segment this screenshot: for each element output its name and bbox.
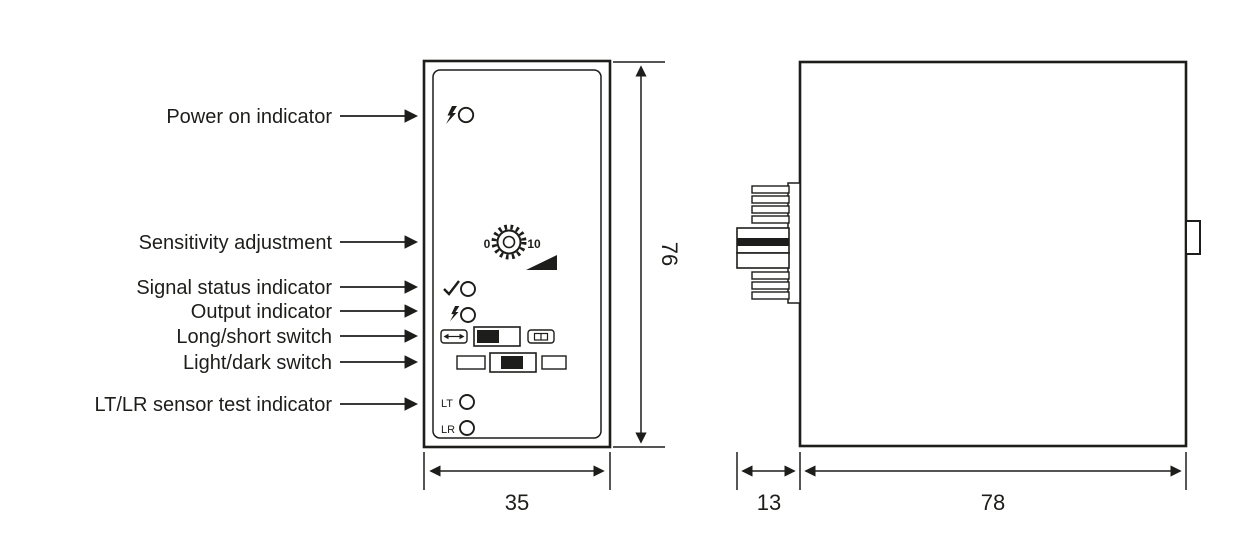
power-on-indicator — [446, 106, 475, 124]
signal-status-led — [460, 281, 476, 297]
sensitivity-knob: 0 10 — [484, 224, 541, 260]
connector-block — [736, 182, 801, 304]
lt-led — [459, 394, 475, 410]
dimension-value-76: 76 — [657, 242, 682, 266]
label-light-dark-switch: Light/dark switch — [183, 352, 332, 374]
dimension-front-height: 76 — [613, 61, 682, 448]
light-dark-switch — [456, 352, 567, 373]
connector-fin — [751, 281, 790, 290]
mounting-tab — [1185, 220, 1201, 255]
connector-fin — [751, 185, 790, 194]
light-on-icon — [456, 355, 486, 370]
side-view — [736, 60, 1201, 448]
label-lt-lr-sensor-test-indicator: LT/LR sensor test indicator — [94, 394, 332, 416]
output-indicator — [450, 306, 476, 323]
connector-fin — [751, 195, 790, 204]
light-dark-switch-knob — [501, 356, 523, 369]
front-view: 0 10 — [422, 59, 612, 449]
connector-lower-block — [736, 252, 790, 269]
label-signal-status-indicator: Signal status indicator — [136, 277, 332, 299]
label-long-short-switch: Long/short switch — [176, 326, 332, 348]
lr-led — [459, 420, 475, 436]
connector-dark-band — [737, 238, 789, 246]
dimension-value-78: 78 — [981, 490, 1005, 515]
long-range-icon-arrowhead-right — [459, 333, 465, 340]
lt-lr-indicators: LT LR — [441, 394, 475, 436]
dimension-front-width: 35 — [423, 452, 611, 515]
connector-fin — [751, 271, 790, 280]
callouts: Power on indicator Sensitivity adjustmen… — [94, 106, 419, 416]
dimension-side-depths: 13 78 — [736, 452, 1187, 515]
front-panel-face — [432, 69, 602, 439]
lr-label: LR — [441, 424, 455, 436]
connector-fin — [751, 215, 790, 224]
long-short-switch — [440, 326, 555, 347]
long-short-switch-knob — [477, 330, 499, 343]
check-icon — [443, 280, 460, 296]
side-body-outline — [798, 60, 1188, 448]
connector-fin — [751, 291, 790, 300]
label-sensitivity-adjustment: Sensitivity adjustment — [139, 232, 333, 254]
power-led — [457, 106, 475, 124]
output-led — [460, 307, 476, 323]
label-output-indicator: Output indicator — [191, 301, 333, 323]
connector-fin — [751, 205, 790, 214]
dimension-value-35: 35 — [505, 490, 529, 515]
label-power-on-indicator: Power on indicator — [166, 106, 332, 128]
knob-scale-max: 10 — [527, 237, 541, 251]
knob-knurled-ring — [491, 224, 527, 260]
lt-label: LT — [441, 398, 453, 410]
dark-on-icon — [541, 355, 567, 370]
long-range-icon-arrowhead-left — [443, 333, 449, 340]
knob-center — [502, 235, 516, 249]
dimension-value-13: 13 — [757, 490, 781, 515]
sensitivity-ramp-icon — [526, 255, 557, 270]
knob-scale-min: 0 — [484, 237, 491, 251]
signal-status-indicator — [443, 280, 476, 297]
